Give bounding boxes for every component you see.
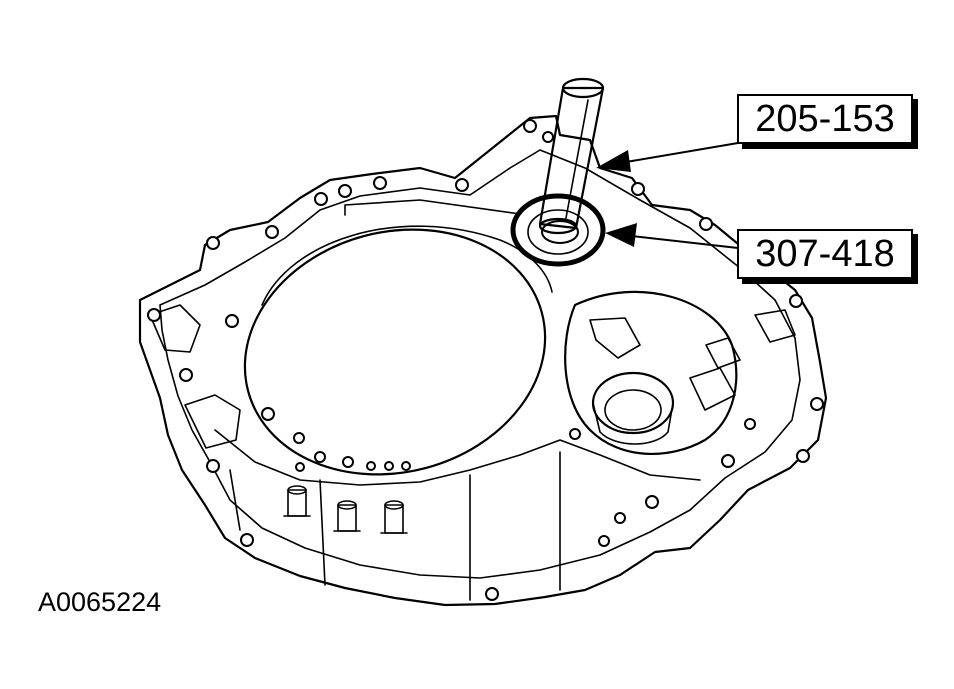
handle-tool xyxy=(538,77,605,235)
bearing-bore-inner xyxy=(604,389,662,431)
bell-housing-opening xyxy=(243,228,547,476)
bolt-holes xyxy=(147,119,824,601)
left-side-pocket xyxy=(184,394,241,449)
right-flange-pocket xyxy=(754,309,796,343)
housing-outer-outline xyxy=(138,114,828,607)
figure-id-label: A0065224 xyxy=(38,587,162,617)
leader-arrow-205-153 xyxy=(596,142,739,172)
differential-bay-rib-3 xyxy=(705,337,741,369)
bearing-bore-wall xyxy=(592,402,674,445)
bearing-bore-outer xyxy=(591,371,675,435)
bell-opening-flange xyxy=(344,199,521,216)
bell-opening-lip xyxy=(261,225,553,306)
callout-tool-307-418: 307-418 xyxy=(737,229,913,279)
fitting-stud-3 xyxy=(380,500,408,534)
fitting-stud-1 xyxy=(283,485,311,517)
differential-bay-rib-1 xyxy=(589,317,641,359)
left-flange-pocket xyxy=(149,304,201,353)
differential-bay xyxy=(564,290,738,455)
differential-bay-rib-2 xyxy=(689,367,736,411)
leader-arrow-307-418 xyxy=(605,223,739,249)
fitting-stud-2 xyxy=(333,500,361,532)
housing-inner-rim xyxy=(159,149,801,579)
lower-casting-step xyxy=(229,451,561,601)
callout-tool-205-153: 205-153 xyxy=(737,94,913,144)
lower-casting-wall xyxy=(214,429,701,486)
